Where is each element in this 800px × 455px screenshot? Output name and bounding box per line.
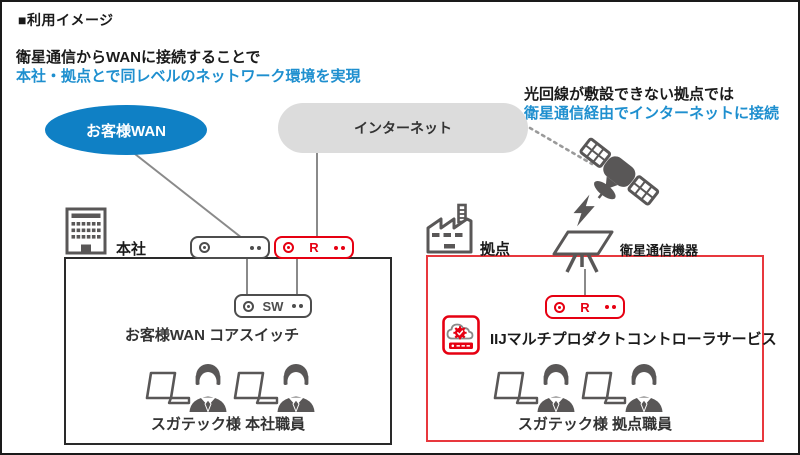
- page-title: ■利用イメージ: [18, 12, 114, 28]
- core-switch-caption: お客様WAN コアスイッチ: [124, 327, 300, 344]
- branch-staff-caption: スガテック様 拠点職員: [517, 416, 673, 433]
- branch-note-line2: 衛星通信経由でインターネットに接続: [524, 105, 780, 122]
- core-switch-icon: SW: [234, 294, 312, 318]
- branch-person-laptop-icon: [578, 360, 668, 412]
- router-led-dots-icon: [334, 245, 345, 250]
- headline-line1: 衛星通信からWANに接続することで: [16, 49, 261, 66]
- router-label: R: [309, 240, 319, 255]
- router-port-ring-icon: [283, 242, 294, 253]
- customer-wan-label: お客様WAN: [86, 122, 166, 140]
- branch-site-label: 拠点: [480, 241, 511, 258]
- hq-gray-router-icon: [190, 236, 270, 259]
- factory-icon: [424, 202, 476, 256]
- router-label: R: [580, 299, 590, 315]
- switch-label: SW: [262, 298, 284, 314]
- customer-wan-cloud: お客様WAN: [45, 105, 207, 155]
- router-led-dots-icon: [250, 245, 261, 250]
- headline-line2: 本社・拠点とで同レベルのネットワーク環境を実現: [16, 68, 361, 85]
- switch-port-ring-icon: [243, 300, 254, 312]
- office-building-icon: [60, 200, 112, 256]
- hq-site-label: 本社: [116, 241, 147, 258]
- hq-person-laptop-icon: [142, 360, 232, 412]
- router-port-ring-icon: [199, 242, 210, 253]
- switch-led-dots-icon: [292, 304, 303, 308]
- internet-label: インターネット: [354, 120, 452, 136]
- router-led-dots-icon: [605, 305, 616, 309]
- lightning-icon: [570, 194, 600, 227]
- branch-person-laptop-icon: [490, 360, 580, 412]
- service-caption: IIJマルチプロダクトコントローラサービス: [490, 331, 777, 348]
- branch-area-box: [426, 255, 764, 442]
- satellite-dish-icon: [546, 226, 616, 274]
- satellite-device-label: 衛星通信機器: [620, 243, 699, 258]
- cloud-gear-service-icon: [442, 315, 480, 355]
- hq-red-router-icon: R: [274, 236, 354, 259]
- branch-note-line1: 光回線が敷設できない拠点では: [524, 86, 735, 103]
- hq-person-laptop-icon: [230, 360, 320, 412]
- branch-red-router-icon: R: [545, 295, 625, 319]
- router-port-ring-icon: [554, 301, 565, 313]
- internet-cloud: インターネット: [278, 103, 528, 153]
- hq-staff-caption: スガテック様 本社職員: [150, 416, 306, 433]
